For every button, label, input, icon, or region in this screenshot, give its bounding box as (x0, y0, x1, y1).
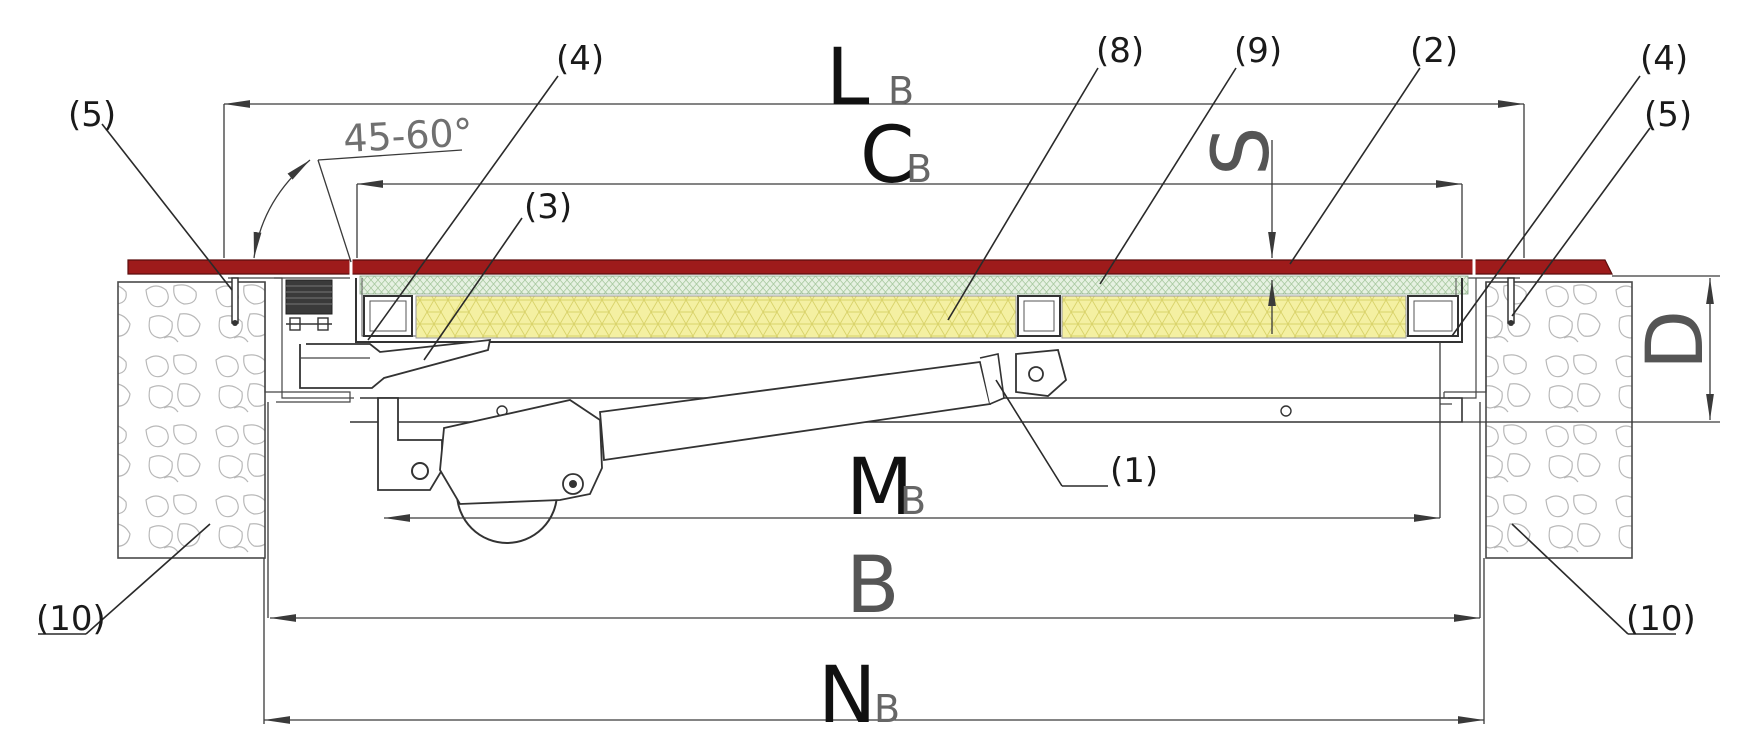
dim-label-D: D (1631, 310, 1721, 370)
dim-label-M: M (846, 443, 913, 533)
callout-5-left: (5) (68, 95, 116, 135)
dim-label-N: N (818, 651, 876, 735)
dim-label-C: C (860, 111, 914, 201)
dim-label-L-sub: B (888, 69, 914, 113)
anchor-right (1507, 277, 1515, 326)
dim-label-C-sub: B (906, 147, 932, 191)
actuator-base-bracket (377, 397, 443, 491)
anchor-left (231, 277, 239, 326)
dim-label-N-sub: B (874, 687, 900, 731)
callout-9: (9) (1234, 31, 1282, 71)
callout-1: (1) (1110, 451, 1158, 491)
mesh-layer (359, 275, 1469, 295)
callout-3: (3) (524, 187, 572, 227)
callout-8: (8) (1096, 31, 1144, 71)
callout-2: (2) (1410, 31, 1458, 71)
actuator-rod (599, 353, 1005, 462)
dim-label-L: L (826, 33, 870, 123)
frame-profile-left (228, 277, 354, 403)
callout-4-right: (4) (1640, 39, 1688, 79)
dim-label-B: B (846, 541, 900, 631)
lid-top-plate (127, 258, 1613, 276)
concrete-wall-left (117, 281, 266, 559)
hinge-bolt-block (285, 279, 333, 331)
tube-profile-right (1407, 295, 1459, 337)
hinge-arm (299, 338, 492, 389)
callout-10-left: (10) (36, 599, 106, 639)
callout-10-right: (10) (1626, 599, 1696, 639)
angle-label: 45-60° (342, 110, 474, 161)
actuator-top-clevis (1015, 349, 1068, 397)
leader-lines (38, 67, 1676, 635)
callout-4-left: (4) (556, 39, 604, 79)
concrete-wall-right (1485, 281, 1633, 559)
tube-profile-left (363, 295, 413, 337)
dim-label-S: S (1197, 126, 1287, 176)
tube-profile-middle (1017, 295, 1061, 337)
callout-5-right: (5) (1644, 95, 1692, 135)
opening-angle-indicator (253, 149, 463, 263)
dim-label-M-sub: B (900, 479, 926, 523)
insulation-block-left (415, 295, 1017, 339)
insulation-block-right (1061, 295, 1407, 339)
